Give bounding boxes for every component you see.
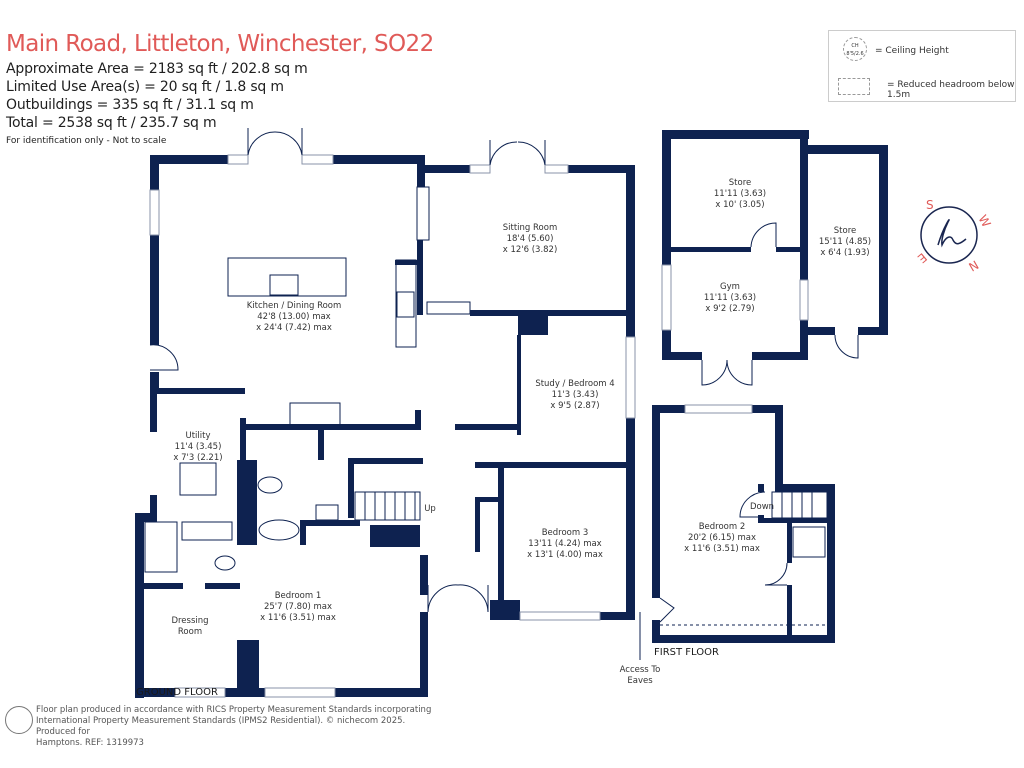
room-dressing: Dressing Room <box>171 616 208 637</box>
footer-line-1: Floor plan produced in accordance with R… <box>36 705 432 715</box>
compass-s: S <box>926 198 934 212</box>
worktop <box>395 259 417 348</box>
shower-first <box>792 526 826 558</box>
kitchen-island <box>227 257 347 297</box>
svg-text:x 11'6 (3.51) max: x 11'6 (3.51) max <box>260 613 336 623</box>
svg-text:x 24'4 (7.42) max: x 24'4 (7.42) max <box>256 323 332 333</box>
room-gym: Gym 11'11 (3.63) x 9'2 (2.79) <box>704 282 756 314</box>
svg-text:x 9'2 (2.79): x 9'2 (2.79) <box>705 304 754 314</box>
outbuildings-area: Outbuildings = 335 sq ft / 31.1 sq m <box>6 97 254 113</box>
stairs-ground <box>354 491 421 521</box>
svg-text:Room: Room <box>178 627 202 637</box>
limited-use-area: Limited Use Area(s) = 20 sq ft / 1.8 sq … <box>6 79 284 95</box>
first-floor-label: FIRST FLOOR <box>654 647 719 658</box>
svg-text:x 10' (3.05): x 10' (3.05) <box>715 200 764 210</box>
svg-text:11'11 (3.63): 11'11 (3.63) <box>704 293 756 303</box>
svg-text:x 7'3 (2.21): x 7'3 (2.21) <box>173 453 222 463</box>
svg-text:Dressing: Dressing <box>171 616 208 626</box>
outbuildings-walls <box>661 130 888 386</box>
room-bedroom1: Bedroom 1 25'7 (7.80) max x 11'6 (3.51) … <box>260 591 336 623</box>
room-bedroom3: Bedroom 3 13'11 (4.24) max x 13'1 (4.00)… <box>527 528 603 560</box>
svg-text:20'2 (6.15) max: 20'2 (6.15) max <box>688 533 756 543</box>
svg-text:11'4 (3.45): 11'4 (3.45) <box>175 442 222 452</box>
hamptons-logo-icon <box>937 219 967 248</box>
svg-text:Store: Store <box>834 226 856 236</box>
person-icon <box>5 706 33 734</box>
total-area: Total = 2538 sq ft / 235.7 sq m <box>6 115 217 131</box>
svg-text:13'11 (4.24) max: 13'11 (4.24) max <box>528 539 601 549</box>
room-kitchen: Kitchen / Dining Room 42'8 (13.00) max x… <box>247 301 342 333</box>
footer-line-3: Hamptons. REF: 1319973 <box>36 738 144 748</box>
sink <box>269 274 299 296</box>
svg-text:Utility: Utility <box>185 431 210 441</box>
stairs-first <box>771 491 828 519</box>
toilet <box>257 476 283 494</box>
svg-text:25'7 (7.80) max: 25'7 (7.80) max <box>264 602 332 612</box>
eaves-label-1: Access To <box>620 665 661 675</box>
stairs-down-label: Down <box>750 502 774 512</box>
room-utility: Utility 11'4 (3.45) x 7'3 (2.21) <box>173 431 222 463</box>
compass-n: N <box>967 258 982 275</box>
legend: CH 8'5/2.6 = Ceiling Height = Reduced he… <box>828 30 1016 102</box>
svg-text:11'11 (3.63): 11'11 (3.63) <box>714 189 766 199</box>
compass: S W N E <box>915 198 994 275</box>
svg-text:Bedroom 1: Bedroom 1 <box>275 591 322 601</box>
ground-floor-walls <box>135 155 635 698</box>
svg-text:18'4 (5.60): 18'4 (5.60) <box>507 234 554 244</box>
svg-text:Store: Store <box>729 178 751 188</box>
svg-text:x 6'4 (1.93): x 6'4 (1.93) <box>820 248 869 258</box>
eaves-label-2: Eaves <box>627 676 653 686</box>
hob <box>396 291 415 318</box>
svg-text:x 13'1 (4.00) max: x 13'1 (4.00) max <box>527 550 603 560</box>
room-store-2: Store 15'11 (4.85) x 6'4 (1.93) <box>819 226 871 258</box>
svg-text:42'8 (13.00) max: 42'8 (13.00) max <box>257 312 330 322</box>
svg-text:Bedroom 2: Bedroom 2 <box>699 522 746 532</box>
svg-text:11'3 (3.43): 11'3 (3.43) <box>552 390 599 400</box>
svg-text:x 9'5 (2.87): x 9'5 (2.87) <box>550 401 599 411</box>
ground-floor-fixtures <box>144 128 636 698</box>
shower <box>144 521 178 573</box>
svg-text:Gym: Gym <box>720 282 740 292</box>
svg-text:Bedroom 3: Bedroom 3 <box>542 528 589 538</box>
room-study: Study / Bedroom 4 11'3 (3.43) x 9'5 (2.8… <box>535 379 614 411</box>
room-sitting: Sitting Room 18'4 (5.60) x 12'6 (3.82) <box>503 223 558 255</box>
ceiling-height-symbol: CH 8'5/2.6 <box>843 37 867 61</box>
svg-text:x 12'6 (3.82): x 12'6 (3.82) <box>503 245 558 255</box>
compass-ring <box>920 206 978 264</box>
footer-line-2: International Property Measurement Stand… <box>36 716 406 737</box>
svg-text:x 11'6 (3.51) max: x 11'6 (3.51) max <box>684 544 760 554</box>
room-store-1: Store 11'11 (3.63) x 10' (3.05) <box>714 178 766 210</box>
property-address-title: Main Road, Littleton, Winchester, SO22 <box>6 31 434 57</box>
bath <box>258 519 300 541</box>
room-bedroom2: Bedroom 2 20'2 (6.15) max x 11'6 (3.51) … <box>684 522 760 554</box>
header: Main Road, Littleton, Winchester, SO22 A… <box>6 30 434 146</box>
approximate-area: Approximate Area = 2183 sq ft / 202.8 sq… <box>6 61 308 77</box>
first-floor-walls <box>639 404 835 660</box>
ground-floor-label: GROUND FLOOR <box>136 687 218 698</box>
compass-w: W <box>975 213 993 230</box>
ceiling-height-label: = Ceiling Height <box>875 46 949 56</box>
reduced-headroom-symbol <box>838 78 870 95</box>
basins <box>181 521 233 541</box>
disclaimer-note: For identification only - Not to scale <box>6 136 167 146</box>
reduced-headroom-label: = Reduced headroom below 1.5m <box>887 80 1015 100</box>
svg-text:15'11 (4.85): 15'11 (4.85) <box>819 237 871 247</box>
svg-text:Sitting Room: Sitting Room <box>503 223 557 233</box>
footer-disclaimer: Floor plan produced in accordance with R… <box>36 705 436 749</box>
svg-text:Study / Bedroom 4: Study / Bedroom 4 <box>535 379 614 389</box>
stairs-up-label: Up <box>424 504 436 514</box>
svg-text:Kitchen / Dining Room: Kitchen / Dining Room <box>247 301 342 311</box>
